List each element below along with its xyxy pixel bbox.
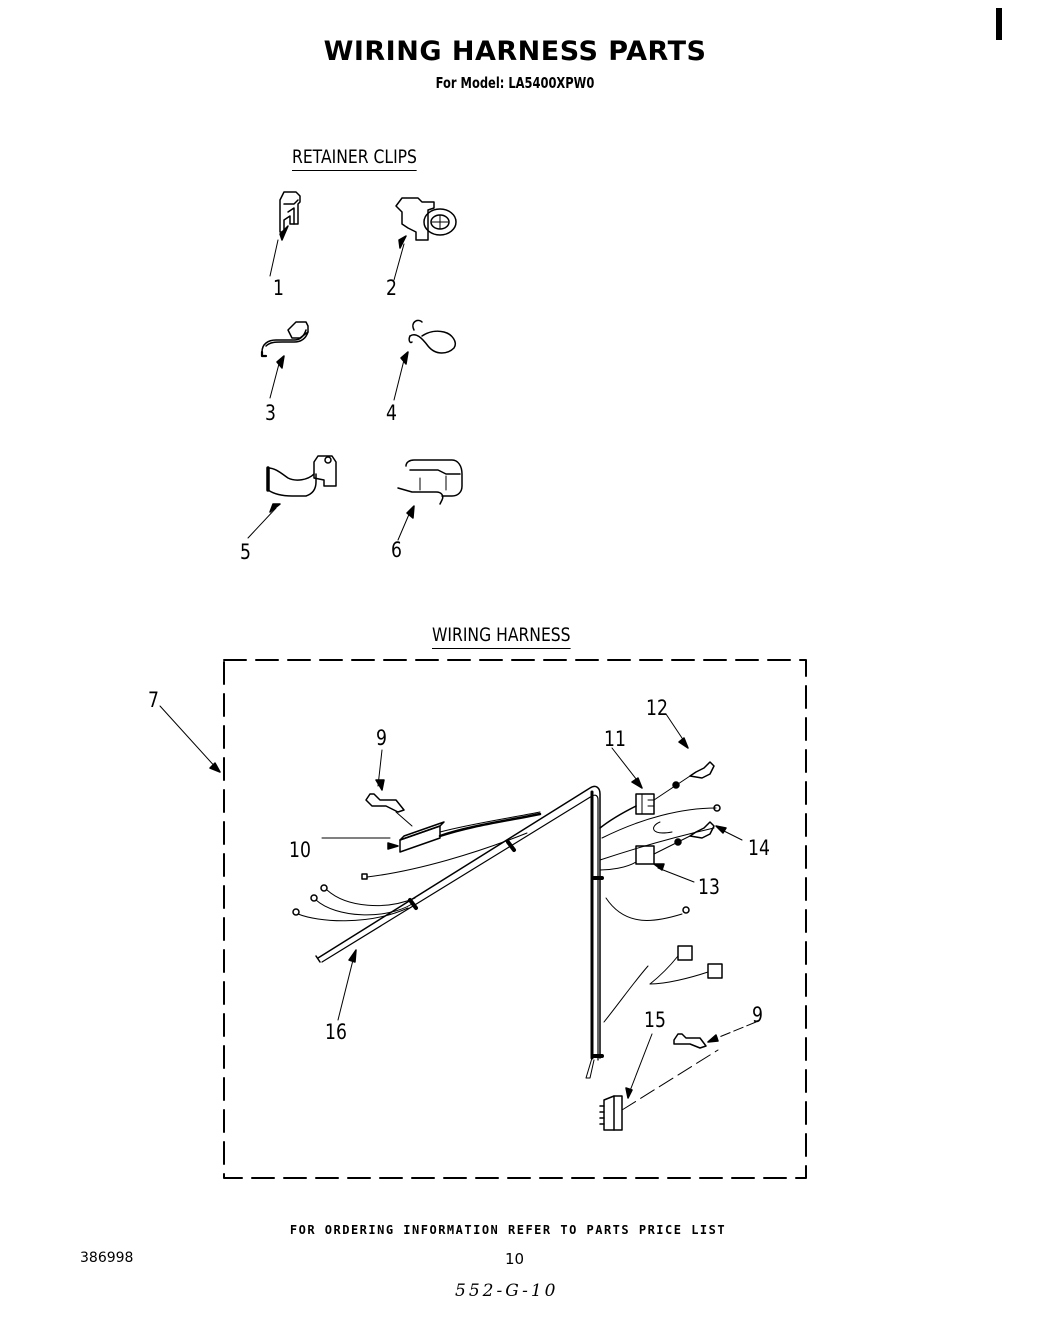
callout-13: 13 — [698, 875, 720, 899]
callout-4: 4 — [386, 401, 397, 425]
retainer-clip-1-icon — [269, 191, 301, 277]
retainer-clip-4-icon — [393, 319, 456, 401]
harness-frame — [223, 659, 807, 1179]
document-number: 386998 — [80, 1250, 134, 1266]
callout-10: 10 — [289, 838, 311, 862]
callout-14: 14 — [748, 836, 770, 860]
scan-edge-mark — [996, 8, 1002, 40]
callout-6: 6 — [391, 538, 402, 562]
callout-12: 12 — [646, 696, 668, 720]
callout-1: 1 — [273, 276, 284, 300]
callout-7: 7 — [148, 688, 159, 712]
retainer-clips-heading: RETAINER CLIPS — [292, 146, 417, 171]
callout-9-bottom: 9 — [752, 1003, 763, 1027]
callout-15: 15 — [644, 1008, 666, 1032]
retainer-clip-5-icon — [247, 455, 337, 539]
callout-2: 2 — [386, 276, 397, 300]
ordering-info-note: FOR ORDERING INFORMATION REFER TO PARTS … — [289, 1223, 727, 1237]
handwritten-annotation: 552-G-10 — [455, 1281, 559, 1301]
retainer-clip-2-icon — [393, 197, 457, 281]
callout-11: 11 — [604, 727, 626, 751]
page-title: WIRING HARNESS PARTS — [323, 36, 707, 67]
callout-16: 16 — [325, 1020, 347, 1044]
page-number: 10 — [505, 1250, 525, 1268]
wiring-harness-icon — [292, 713, 757, 1131]
callout-5: 5 — [240, 540, 251, 564]
retainer-clip-3-icon — [260, 321, 309, 399]
wiring-harness-heading: WIRING HARNESS — [432, 624, 571, 649]
callout-9-top: 9 — [376, 726, 387, 750]
model-subtitle: For Model: LA5400XPW0 — [435, 74, 595, 92]
retainer-clip-6-icon — [397, 459, 463, 541]
callout-3: 3 — [265, 401, 276, 425]
